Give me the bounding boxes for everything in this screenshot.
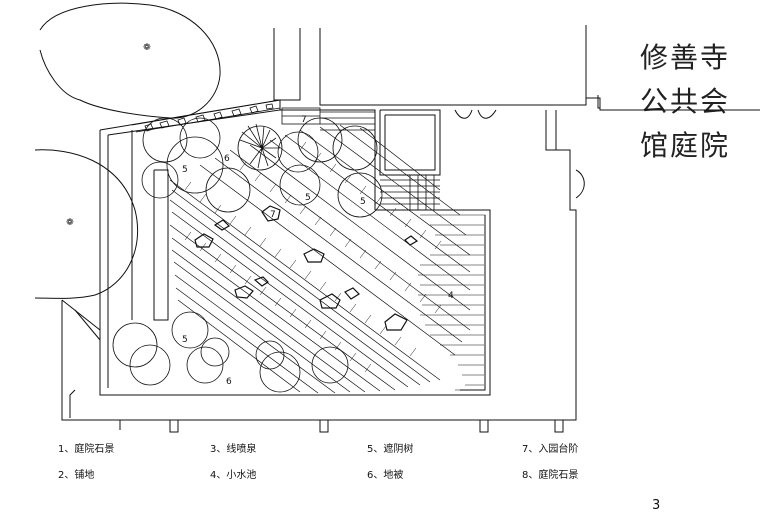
label-stairs: 7 (301, 115, 307, 125)
label-stairs: 7 (270, 210, 276, 220)
legend-item: 6、地被 (367, 470, 404, 481)
spiral-fountain (237, 123, 283, 171)
shade-trees (112, 117, 383, 393)
page-number: 3 (652, 498, 661, 513)
label-shade-tree: 5 (182, 335, 188, 345)
title-line-3: 馆庭院 (640, 129, 731, 162)
legend-item: 1、庭院石景 (58, 444, 115, 455)
legend-item: 2、铺地 (58, 470, 95, 481)
plan-labels: 5 6 5 5 5 6 7 7 4 (182, 115, 454, 387)
legend-item: 3、线喷泉 (210, 444, 257, 455)
diagonal-paving (169, 124, 471, 394)
title-line-2: 公共会 (640, 85, 731, 118)
label-ground-cover: 6 (224, 154, 230, 164)
svg-text:❁: ❁ (143, 43, 151, 53)
label-shade-tree: 5 (305, 193, 311, 203)
courtyard-wall (61, 300, 564, 433)
title-line-1: 修善寺 (640, 41, 731, 74)
water-pool (418, 214, 486, 391)
large-tree-left: ❁ (34, 149, 139, 299)
label-ground-cover: 6 (226, 377, 232, 387)
legend-item: 8、庭院石景 (522, 470, 579, 481)
large-tree-top: ❁ (39, 2, 221, 119)
stone-border-top (131, 99, 281, 133)
label-pool: 4 (448, 291, 454, 301)
label-shade-tree: 5 (360, 197, 366, 207)
entrance-stairs (281, 107, 440, 210)
garden-rocks (194, 205, 419, 331)
label-shade-tree: 5 (182, 165, 188, 175)
building-outline (273, 25, 760, 421)
paving-joints (184, 141, 442, 373)
legend-item: 7、入园台阶 (522, 444, 579, 455)
legend-item: 4、小水池 (210, 470, 257, 481)
svg-text:❁: ❁ (66, 218, 74, 228)
legend-item: 5、遮阴树 (367, 444, 414, 455)
